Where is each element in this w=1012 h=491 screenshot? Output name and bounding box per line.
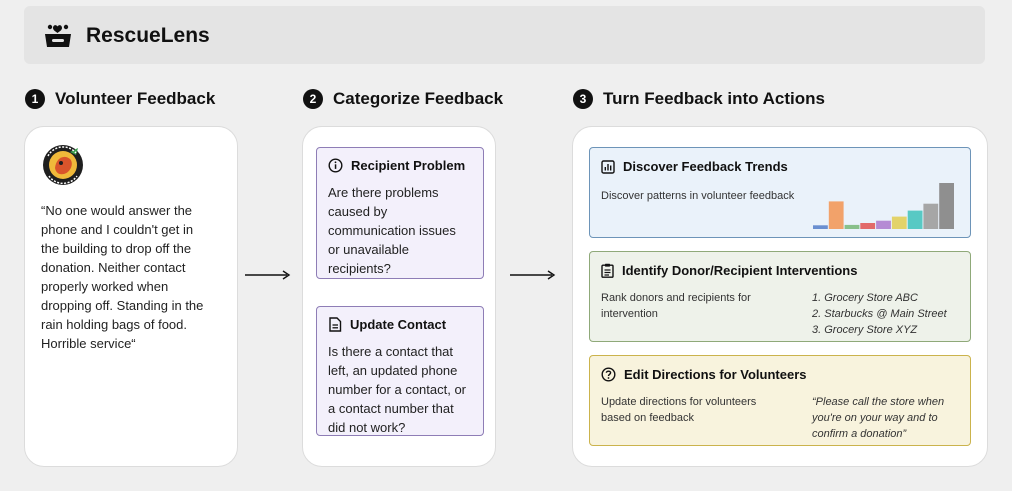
card-line: based on feedback xyxy=(601,412,694,424)
card-title: Update Contact xyxy=(350,317,447,332)
example-line: you're on your way and to xyxy=(812,412,938,424)
card-header: Recipient Problem xyxy=(328,158,465,173)
question-circle-icon xyxy=(601,367,616,382)
step-number: 1 xyxy=(25,89,45,109)
feedback-trends-card: Discover Feedback Trends Discover patter… xyxy=(589,147,971,238)
example-line: “Please call the store when xyxy=(812,396,945,408)
directions-card: Edit Directions for Volunteers Update di… xyxy=(589,355,971,446)
recipient-problem-card: Recipient Problem Are there problems cau… xyxy=(316,147,484,279)
clipboard-icon xyxy=(601,263,614,278)
card-line: did not work? xyxy=(328,420,406,435)
quote-line: Horrible service“ xyxy=(41,336,136,351)
card-title: Discover Feedback Trends xyxy=(623,159,788,174)
step-label: Turn Feedback into Actions xyxy=(603,89,825,108)
example-line: confirm a donation” xyxy=(812,428,907,440)
trend-bar xyxy=(844,224,860,229)
card-description: Update directions for volunteers based o… xyxy=(601,394,756,426)
trend-bar-chart xyxy=(813,183,954,229)
card-line: Update directions for volunteers xyxy=(601,396,757,408)
step-label: Categorize Feedback xyxy=(333,89,504,108)
quote-line: rain holding bags of food. xyxy=(41,317,187,332)
direction-example: “Please call the store when you're on yo… xyxy=(812,394,944,442)
card-line: Are there problems xyxy=(328,185,439,200)
step-number: 3 xyxy=(573,89,593,109)
ranking-item: 3. Grocery Store XYZ xyxy=(812,324,918,336)
card-line: recipients? xyxy=(328,261,391,276)
quote-line: dropping off. Standing in the xyxy=(41,298,204,313)
card-title: Recipient Problem xyxy=(351,158,466,173)
card-header: Identify Donor/Recipient Interventions xyxy=(601,263,857,278)
trend-bar xyxy=(891,216,907,229)
categorize-feedback-panel: Recipient Problem Are there problems cau… xyxy=(302,126,496,467)
trend-bar xyxy=(907,210,923,229)
info-circle-icon xyxy=(328,158,343,173)
step-number: 2 xyxy=(303,89,323,109)
card-line: a contact number that xyxy=(328,401,454,416)
food-rescue-logo xyxy=(43,145,83,185)
card-line: communication issues xyxy=(328,223,456,238)
trend-bar xyxy=(923,203,939,229)
interventions-card: Identify Donor/Recipient Interventions R… xyxy=(589,251,971,342)
card-title: Identify Donor/Recipient Interventions xyxy=(622,263,858,278)
ranking-item: 1. Grocery Store ABC xyxy=(812,292,918,304)
card-header: Edit Directions for Volunteers xyxy=(601,367,807,382)
quote-line: “No one would answer the xyxy=(41,203,193,218)
step-3-heading: 3 Turn Feedback into Actions xyxy=(573,88,825,110)
step-2-heading: 2 Categorize Feedback xyxy=(303,88,503,110)
step-1-heading: 1 Volunteer Feedback xyxy=(25,88,215,110)
card-description: Are there problems caused by communicati… xyxy=(328,183,478,278)
intervention-ranking-list: 1. Grocery Store ABC 2. Starbucks @ Main… xyxy=(812,290,947,338)
trend-bar xyxy=(828,201,844,229)
quote-line: the building to drop off the xyxy=(41,241,192,256)
card-description: Rank donors and recipients for intervent… xyxy=(601,290,751,322)
card-title: Edit Directions for Volunteers xyxy=(624,367,807,382)
card-header: Update Contact xyxy=(328,317,446,332)
app-header: RescueLens xyxy=(24,6,985,64)
trend-bar xyxy=(876,220,891,229)
update-contact-card: Update Contact Is there a contact that l… xyxy=(316,306,484,436)
card-line: Rank donors and recipients for xyxy=(601,292,751,304)
bar-chart-icon xyxy=(601,159,615,174)
quote-line: properly worked when xyxy=(41,279,169,294)
trend-bar xyxy=(860,223,876,229)
quote-line: phone and I couldn't get in xyxy=(41,222,194,237)
card-line: number for a contact, or xyxy=(328,382,467,397)
card-description: Discover patterns in volunteer feedback xyxy=(601,190,795,202)
step-label: Volunteer Feedback xyxy=(55,89,216,108)
trend-bar xyxy=(939,183,954,229)
card-line: intervention xyxy=(601,308,658,320)
volunteer-feedback-panel: “No one would answer the phone and I cou… xyxy=(24,126,238,467)
flow-arrow-icon xyxy=(510,270,556,280)
actions-panel: Discover Feedback Trends Discover patter… xyxy=(572,126,988,467)
card-description: Is there a contact that left, an updated… xyxy=(328,342,478,437)
card-line: left, an updated phone xyxy=(328,363,458,378)
card-header: Discover Feedback Trends xyxy=(601,159,788,174)
basket-heart-icon xyxy=(45,24,71,47)
card-line: or unavailable xyxy=(328,242,409,257)
document-icon xyxy=(329,317,342,332)
app-name: RescueLens xyxy=(86,24,210,47)
volunteer-quote: “No one would answer the phone and I cou… xyxy=(41,201,217,353)
flow-arrow-icon xyxy=(245,270,291,280)
trend-bar xyxy=(813,225,828,229)
ranking-item: 2. Starbucks @ Main Street xyxy=(812,308,947,320)
quote-line: donation. Neither contact xyxy=(41,260,186,275)
card-line: Is there a contact that xyxy=(328,344,454,359)
card-line: caused by xyxy=(328,204,388,219)
